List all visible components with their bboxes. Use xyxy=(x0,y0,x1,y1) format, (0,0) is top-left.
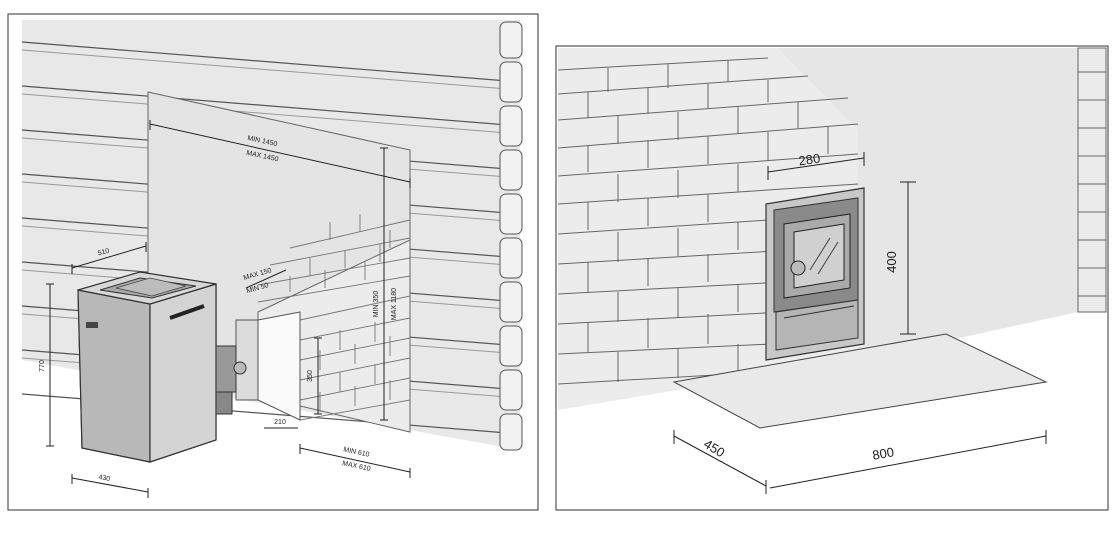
dim-heater-gap: 510 xyxy=(97,248,110,258)
left-diagram-svg: MIN 1450 MAX 1450 510 MAX 150 MIN 50 MIN… xyxy=(7,13,539,511)
dim-heater-height: 770 xyxy=(39,360,46,372)
dim-door-height-right: 400 xyxy=(884,251,899,273)
dim-wall-height-1: MIN 350 xyxy=(373,291,380,318)
floor-protection-plate xyxy=(672,333,1048,429)
dim-wall-height-2: MAX 1180 xyxy=(391,288,398,320)
right-diagram-svg: 280 400 450 800 xyxy=(555,45,1109,511)
left-installation-diagram: MIN 1450 MAX 1450 510 MAX 150 MIN 50 MIN… xyxy=(0,0,548,550)
dimension-lines xyxy=(46,120,411,498)
dim-door-width: 280 xyxy=(798,151,822,169)
brick-partition xyxy=(235,214,411,433)
dim-heater-depth: 430 xyxy=(98,474,111,483)
dimension-lines-right xyxy=(673,152,1047,494)
stove-door xyxy=(765,187,865,361)
dim-door-height: 350 xyxy=(307,370,314,382)
right-installation-diagram: 280 400 450 800 xyxy=(548,0,1116,550)
sauna-heater xyxy=(77,271,247,463)
right-brick-edge xyxy=(1077,47,1107,313)
dim-door-offset: 210 xyxy=(274,419,286,426)
dim-plate-width: 800 xyxy=(871,444,895,463)
